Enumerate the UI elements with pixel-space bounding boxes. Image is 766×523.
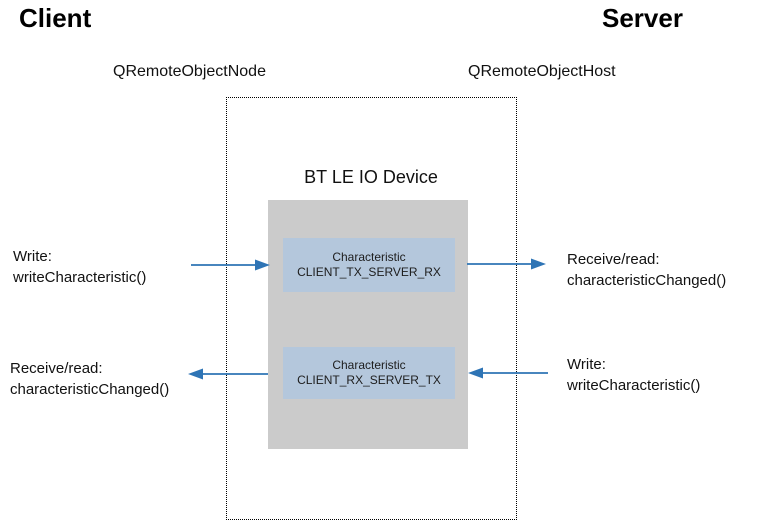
device-title: BT LE IO Device: [304, 167, 438, 187]
bt-le-io-device-box: Characteristic CLIENT_TX_SERVER_RX Chara…: [268, 200, 468, 449]
server-receive-label: Receive/read: characteristicChanged(): [567, 249, 726, 291]
flow-function: characteristicChanged(): [567, 272, 727, 289]
characteristic-label: Characteristic: [332, 358, 406, 372]
server-receive-arrow: [467, 258, 546, 270]
flow-function: writeCharacteristic(): [567, 377, 701, 394]
flow-action: Write:: [13, 248, 52, 265]
server-write-arrow: [468, 367, 548, 379]
characteristic-name: CLIENT_TX_SERVER_RX: [297, 265, 441, 279]
characteristic-client-tx-server-rx: Characteristic CLIENT_TX_SERVER_RX: [283, 238, 455, 292]
client-receive-arrow: [188, 368, 268, 380]
qremoteobjecthost-label: QRemoteObjectHost: [468, 63, 616, 80]
characteristic-label: Characteristic: [332, 250, 406, 264]
client-write-label: Write: writeCharacteristic(): [13, 246, 146, 288]
flow-action: Receive/read:: [10, 360, 103, 377]
flow-action: Receive/read:: [567, 251, 660, 268]
characteristic-name: CLIENT_RX_SERVER_TX: [297, 373, 441, 387]
qremoteobjectnode-label: QRemoteObjectNode: [113, 63, 266, 80]
flow-action: Write:: [567, 356, 606, 373]
client-heading: Client: [19, 3, 92, 33]
client-receive-label: Receive/read: characteristicChanged(): [10, 358, 169, 400]
client-write-arrow: [191, 259, 270, 271]
remote-object-boundary: [226, 97, 517, 520]
characteristic-client-rx-server-tx: Characteristic CLIENT_RX_SERVER_TX: [283, 347, 455, 399]
server-heading: Server: [602, 3, 683, 33]
flow-function: writeCharacteristic(): [13, 269, 147, 286]
flow-function: characteristicChanged(): [10, 381, 170, 398]
server-write-label: Write: writeCharacteristic(): [567, 354, 700, 396]
